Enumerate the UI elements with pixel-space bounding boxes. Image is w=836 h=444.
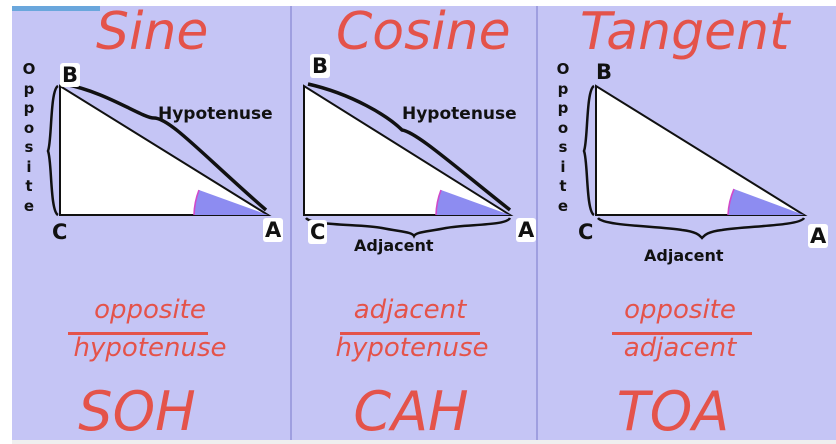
tangent-numerator: opposite [624, 295, 736, 325]
sine-vertex-c: C [52, 220, 68, 244]
tangent-angle-wedge [728, 189, 804, 215]
sine-hypotenuse-brace [63, 82, 268, 212]
cosine-hypotenuse-label: Hypotenuse [402, 104, 517, 124]
sine-vertex-a: A [263, 218, 284, 242]
cosine-triangle [303, 84, 514, 216]
cosine-angle-arc [435, 189, 442, 216]
tangent-triangle-figure [582, 84, 808, 240]
tangent-opposite-brace [582, 84, 595, 217]
cosine-triangle-figure [303, 82, 514, 239]
cosine-angle-wedge [436, 190, 510, 215]
sine-triangle [59, 84, 272, 216]
sine-triangle-figure [46, 82, 272, 217]
tangent-triangle [595, 84, 808, 216]
sine-title: Sine [96, 2, 209, 62]
cosine-vertex-b: B [310, 54, 331, 78]
sine-denominator: hypotenuse [73, 333, 227, 363]
cosine-adjacent-brace [305, 216, 512, 239]
cosine-numerator: adjacent [353, 295, 467, 325]
tangent-vertex-a: A [808, 224, 829, 248]
cosine-vertex-a: A [516, 218, 537, 242]
cosine-fraction-bar [340, 332, 480, 335]
tangent-mnemonic: TOA [616, 380, 730, 443]
sine-numerator: opposite [94, 295, 206, 325]
sine-opposite-brace [46, 84, 59, 217]
sine-angle-wedge [194, 190, 268, 215]
cosine-hypotenuse-brace [307, 82, 512, 212]
cosine-adjacent-label: Adjacent [354, 236, 434, 255]
cosine-panel: Cosine B A C Hypotenuse Adjacent adjacen… [292, 2, 537, 443]
tangent-angle-arc [727, 188, 735, 216]
sine-angle-arc [193, 189, 200, 216]
tangent-fraction-bar [612, 332, 752, 335]
corner-accent [12, 6, 100, 11]
cosine-vertex-c: C [308, 220, 328, 244]
panel-divider-1 [290, 6, 292, 440]
tangent-adjacent-label: Adjacent [644, 246, 724, 265]
cosine-mnemonic: CAH [353, 380, 469, 443]
sine-mnemonic: SOH [78, 380, 196, 443]
tangent-denominator: adjacent [623, 333, 737, 363]
cosine-denominator: hypotenuse [335, 333, 489, 363]
sine-fraction-bar [68, 332, 208, 335]
panel-divider-2 [536, 6, 538, 440]
tangent-vertex-b: B [596, 60, 613, 84]
tangent-vertex-c: C [578, 220, 594, 244]
sine-hypotenuse-label: Hypotenuse [158, 104, 273, 124]
sine-vertex-b: B [60, 63, 81, 87]
cosine-title: Cosine [336, 2, 511, 62]
tangent-title: Tangent [580, 2, 790, 62]
tangent-adjacent-brace [597, 216, 806, 240]
